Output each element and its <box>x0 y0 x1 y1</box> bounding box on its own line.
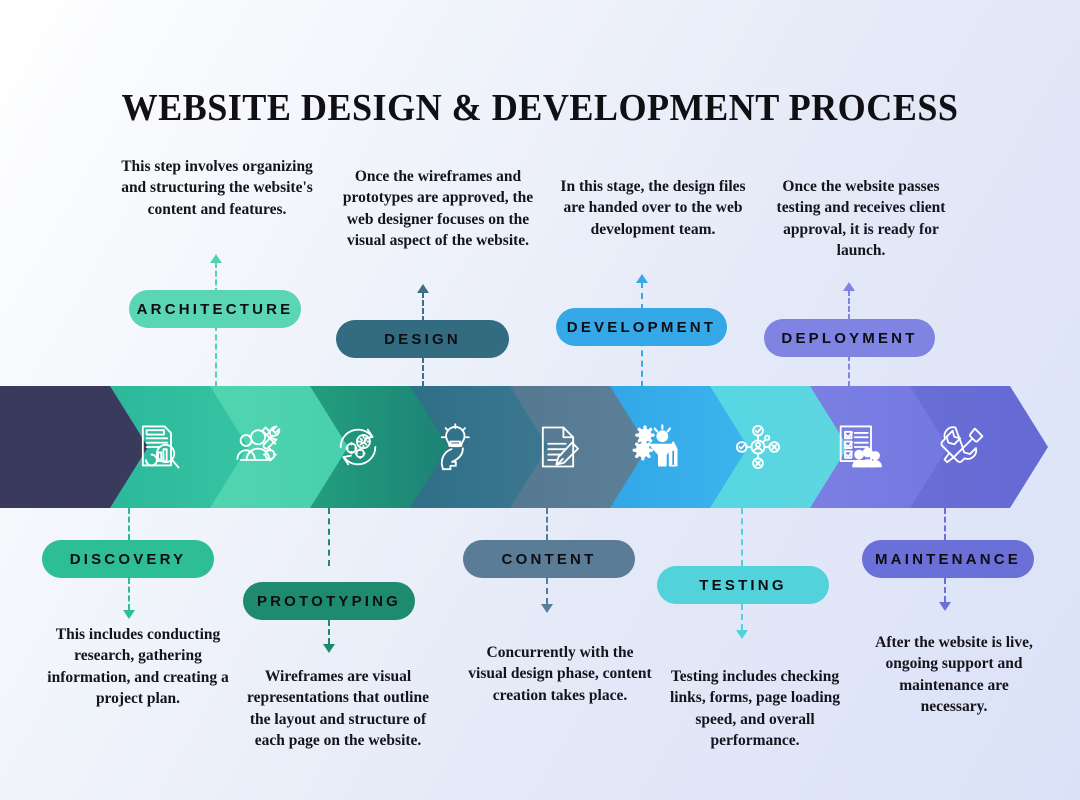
pill-development[interactable]: DEVELOPMENT <box>556 308 727 346</box>
connector-prototyping <box>328 620 330 644</box>
pill-label-development: DEVELOPMENT <box>566 318 717 336</box>
page-title: WEBSITE DESIGN & DEVELOPMENT PROCESS <box>121 87 959 129</box>
description-discovery: This includes conducting research, gathe… <box>47 626 229 708</box>
connector-architecture <box>215 262 217 294</box>
connector-testing-upper <box>741 508 743 566</box>
pill-architecture[interactable]: ARCHITECTURE <box>129 290 301 328</box>
pill-label-discovery: DISCOVERY <box>69 550 187 568</box>
pill-label-testing: TESTING <box>699 576 787 594</box>
connector-development-lower <box>641 330 643 387</box>
description-maintenance: After the website is live, ongoing suppo… <box>875 634 1033 716</box>
arrowhead-maintenance <box>939 602 951 611</box>
connector-testing <box>741 604 743 630</box>
connector-discovery-upper <box>128 508 130 540</box>
process-chevron-banner <box>0 386 1080 508</box>
description-content: Concurrently with the visual design phas… <box>468 644 652 704</box>
pill-design[interactable]: DESIGN <box>336 320 509 358</box>
pill-deployment[interactable]: DEPLOYMENT <box>764 319 935 357</box>
connector-content-upper <box>546 508 548 540</box>
arrowhead-architecture <box>210 254 222 263</box>
description-deployment: Once the website passes testing and rece… <box>776 178 946 260</box>
description-development: In this stage, the design files are hand… <box>560 178 746 238</box>
pill-label-deployment: DEPLOYMENT <box>781 329 918 347</box>
description-design: Once the wireframes and prototypes are a… <box>342 168 534 250</box>
connector-architecture-lower <box>215 325 217 387</box>
connector-development <box>641 282 643 310</box>
description-testing: Testing includes checking links, forms, … <box>669 668 841 750</box>
arrowhead-development <box>636 274 648 283</box>
pill-label-maintenance: MAINTENANCE <box>874 550 1022 568</box>
pill-label-architecture: ARCHITECTURE <box>136 300 294 318</box>
arrowhead-content <box>541 604 553 613</box>
pill-label-design: DESIGN <box>384 330 461 348</box>
connector-content <box>546 578 548 604</box>
connector-prototyping-upper <box>328 508 330 566</box>
description-architecture: This step involves organizing and struct… <box>121 158 313 218</box>
connector-design-lower <box>422 357 424 387</box>
pill-label-prototyping: PROTOTYPING <box>256 592 402 610</box>
description-prototyping: Wireframes are visual representations th… <box>247 668 429 750</box>
pill-prototyping[interactable]: PROTOTYPING <box>243 582 415 620</box>
segment-start-cap <box>0 386 148 508</box>
arrowhead-testing <box>736 630 748 639</box>
arrowhead-deployment <box>843 282 855 291</box>
pill-maintenance[interactable]: MAINTENANCE <box>862 540 1034 578</box>
pill-content[interactable]: CONTENT <box>463 540 635 578</box>
pill-testing[interactable]: TESTING <box>657 566 829 604</box>
pill-label-content: CONTENT <box>501 550 597 568</box>
connector-discovery <box>128 578 130 610</box>
connector-maintenance <box>944 578 946 602</box>
arrowhead-prototyping <box>323 644 335 653</box>
segment-deployment <box>800 386 948 508</box>
connector-deployment-lower <box>848 355 850 387</box>
pill-discovery[interactable]: DISCOVERY <box>42 540 214 578</box>
connector-deployment <box>848 290 850 320</box>
arrowhead-discovery <box>123 610 135 619</box>
segment-design <box>400 386 548 508</box>
connector-maintenance-upper <box>944 508 946 540</box>
connector-design <box>422 292 424 322</box>
arrowhead-design <box>417 284 429 293</box>
